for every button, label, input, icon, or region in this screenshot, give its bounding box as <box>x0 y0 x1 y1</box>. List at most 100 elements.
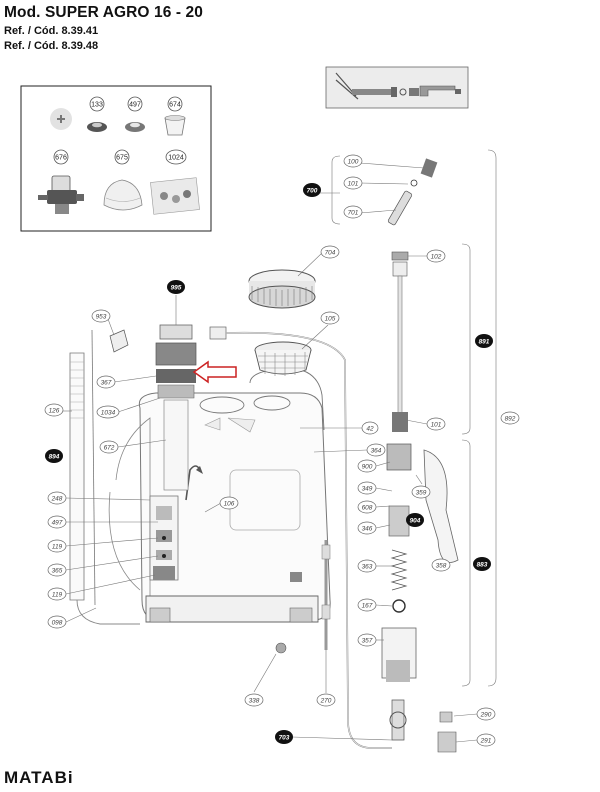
kit-item-497: 497 <box>125 96 145 132</box>
part-label-290: 290 <box>476 707 496 721</box>
part-label-883: 883 <box>473 557 491 571</box>
svg-text:700: 700 <box>307 188 318 195</box>
spray-hose <box>209 326 392 749</box>
part-label-365: 365 <box>47 563 67 577</box>
pump-cylinder <box>149 454 203 581</box>
svg-text:291: 291 <box>480 738 492 745</box>
kit-item-676: 676 <box>38 149 84 214</box>
page-title: Mod. SUPER AGRO 16 - 20 <box>4 4 203 21</box>
svg-text:704: 704 <box>325 250 336 257</box>
part-label-102: 102 <box>426 249 446 263</box>
part-label-100: 100 <box>343 154 363 168</box>
part-label-119: 119 <box>47 539 67 553</box>
part-label-703: 703 <box>275 730 293 744</box>
part-label-167: 167 <box>357 598 377 612</box>
svg-text:100: 100 <box>348 159 359 166</box>
part-label-892: 892 <box>500 411 520 425</box>
part-label-904: 904 <box>406 513 424 527</box>
svg-text:675: 675 <box>116 155 128 162</box>
part-label-900: 900 <box>357 459 377 473</box>
left-lever-rod <box>69 329 140 625</box>
part-label-291: 291 <box>476 733 496 747</box>
reference-code-1: Ref. / Cód. 8.39.41 <box>4 25 99 37</box>
svg-text:290: 290 <box>480 712 492 719</box>
svg-text:098: 098 <box>52 620 63 627</box>
svg-text:338: 338 <box>249 698 260 705</box>
svg-text:900: 900 <box>362 464 373 471</box>
svg-text:703: 703 <box>279 735 290 742</box>
svg-text:891: 891 <box>479 339 490 346</box>
kit-item-674: 674 <box>164 96 186 136</box>
part-label-106: 106 <box>219 496 239 510</box>
part-label-891: 891 <box>475 334 493 348</box>
svg-text:953: 953 <box>96 314 107 321</box>
part-label-704: 704 <box>320 245 340 259</box>
svg-text:676: 676 <box>55 155 67 162</box>
part-label-701: 701 <box>343 205 363 219</box>
kit-item-plus-icon <box>50 108 72 130</box>
part-label-364: 364 <box>366 443 386 457</box>
tank-body <box>108 367 331 623</box>
svg-text:101: 101 <box>348 181 359 188</box>
lance-thumbnail-box <box>325 66 469 109</box>
brand-logo: MATABi <box>4 768 74 787</box>
kit-item-133: 133 <box>87 96 107 132</box>
svg-text:167: 167 <box>362 603 373 610</box>
part-label-101b: 101 <box>426 417 446 431</box>
spare-kit-box: 133 497 674 676 675 <box>20 85 212 232</box>
lid-704 <box>248 269 316 309</box>
part-label-346: 346 <box>357 521 377 535</box>
svg-text:102: 102 <box>431 254 442 261</box>
svg-text:359: 359 <box>416 490 427 497</box>
svg-text:883: 883 <box>477 562 488 569</box>
part-label-358: 358 <box>431 558 451 572</box>
part-label-359: 359 <box>411 485 431 499</box>
svg-text:346: 346 <box>362 526 373 533</box>
part-label-098: 098 <box>47 615 67 629</box>
leader-lines <box>62 162 478 743</box>
kit-item-1024: 1024 <box>150 149 200 215</box>
svg-text:894: 894 <box>49 454 60 461</box>
svg-text:349: 349 <box>362 486 373 493</box>
svg-text:106: 106 <box>224 501 235 508</box>
svg-text:365: 365 <box>52 568 63 575</box>
svg-text:101: 101 <box>431 422 442 429</box>
reference-code-2: Ref. / Cód. 8.39.48 <box>4 40 99 52</box>
part-label-126: 126 <box>44 403 64 417</box>
svg-text:119: 119 <box>52 592 63 599</box>
svg-text:105: 105 <box>325 316 336 323</box>
part-label-349: 349 <box>357 481 377 495</box>
svg-text:497: 497 <box>129 102 141 109</box>
svg-text:995: 995 <box>171 285 182 292</box>
part-label-608: 608 <box>357 500 377 514</box>
part-label-1034: 1034 <box>96 405 120 419</box>
svg-text:674: 674 <box>169 102 181 109</box>
svg-text:248: 248 <box>51 496 63 503</box>
strainer-105 <box>254 341 312 376</box>
svg-text:1024: 1024 <box>168 155 184 162</box>
part-label-119b: 119 <box>47 587 67 601</box>
part-label-270: 270 <box>316 693 336 707</box>
part-label-367: 367 <box>96 375 116 389</box>
part-label-995: 995 <box>167 280 185 294</box>
svg-text:358: 358 <box>436 563 447 570</box>
part-label-42: 42 <box>361 421 379 435</box>
svg-text:363: 363 <box>362 564 373 571</box>
kit-item-675: 675 <box>103 149 143 211</box>
part-label-894: 894 <box>45 449 63 463</box>
part-label-953: 953 <box>91 309 111 323</box>
svg-text:608: 608 <box>362 505 373 512</box>
svg-text:119: 119 <box>52 544 63 551</box>
svg-text:357: 357 <box>362 638 373 645</box>
lance-tube <box>275 158 459 753</box>
svg-text:497: 497 <box>52 520 63 527</box>
part-label-357: 357 <box>357 633 377 647</box>
part-label-248: 248 <box>47 491 67 505</box>
assembly-brackets <box>331 149 497 687</box>
svg-text:133: 133 <box>91 102 103 109</box>
svg-text:672: 672 <box>104 445 115 452</box>
part-label-672: 672 <box>99 440 119 454</box>
svg-text:364: 364 <box>371 448 382 455</box>
svg-text:1034: 1034 <box>101 410 116 417</box>
